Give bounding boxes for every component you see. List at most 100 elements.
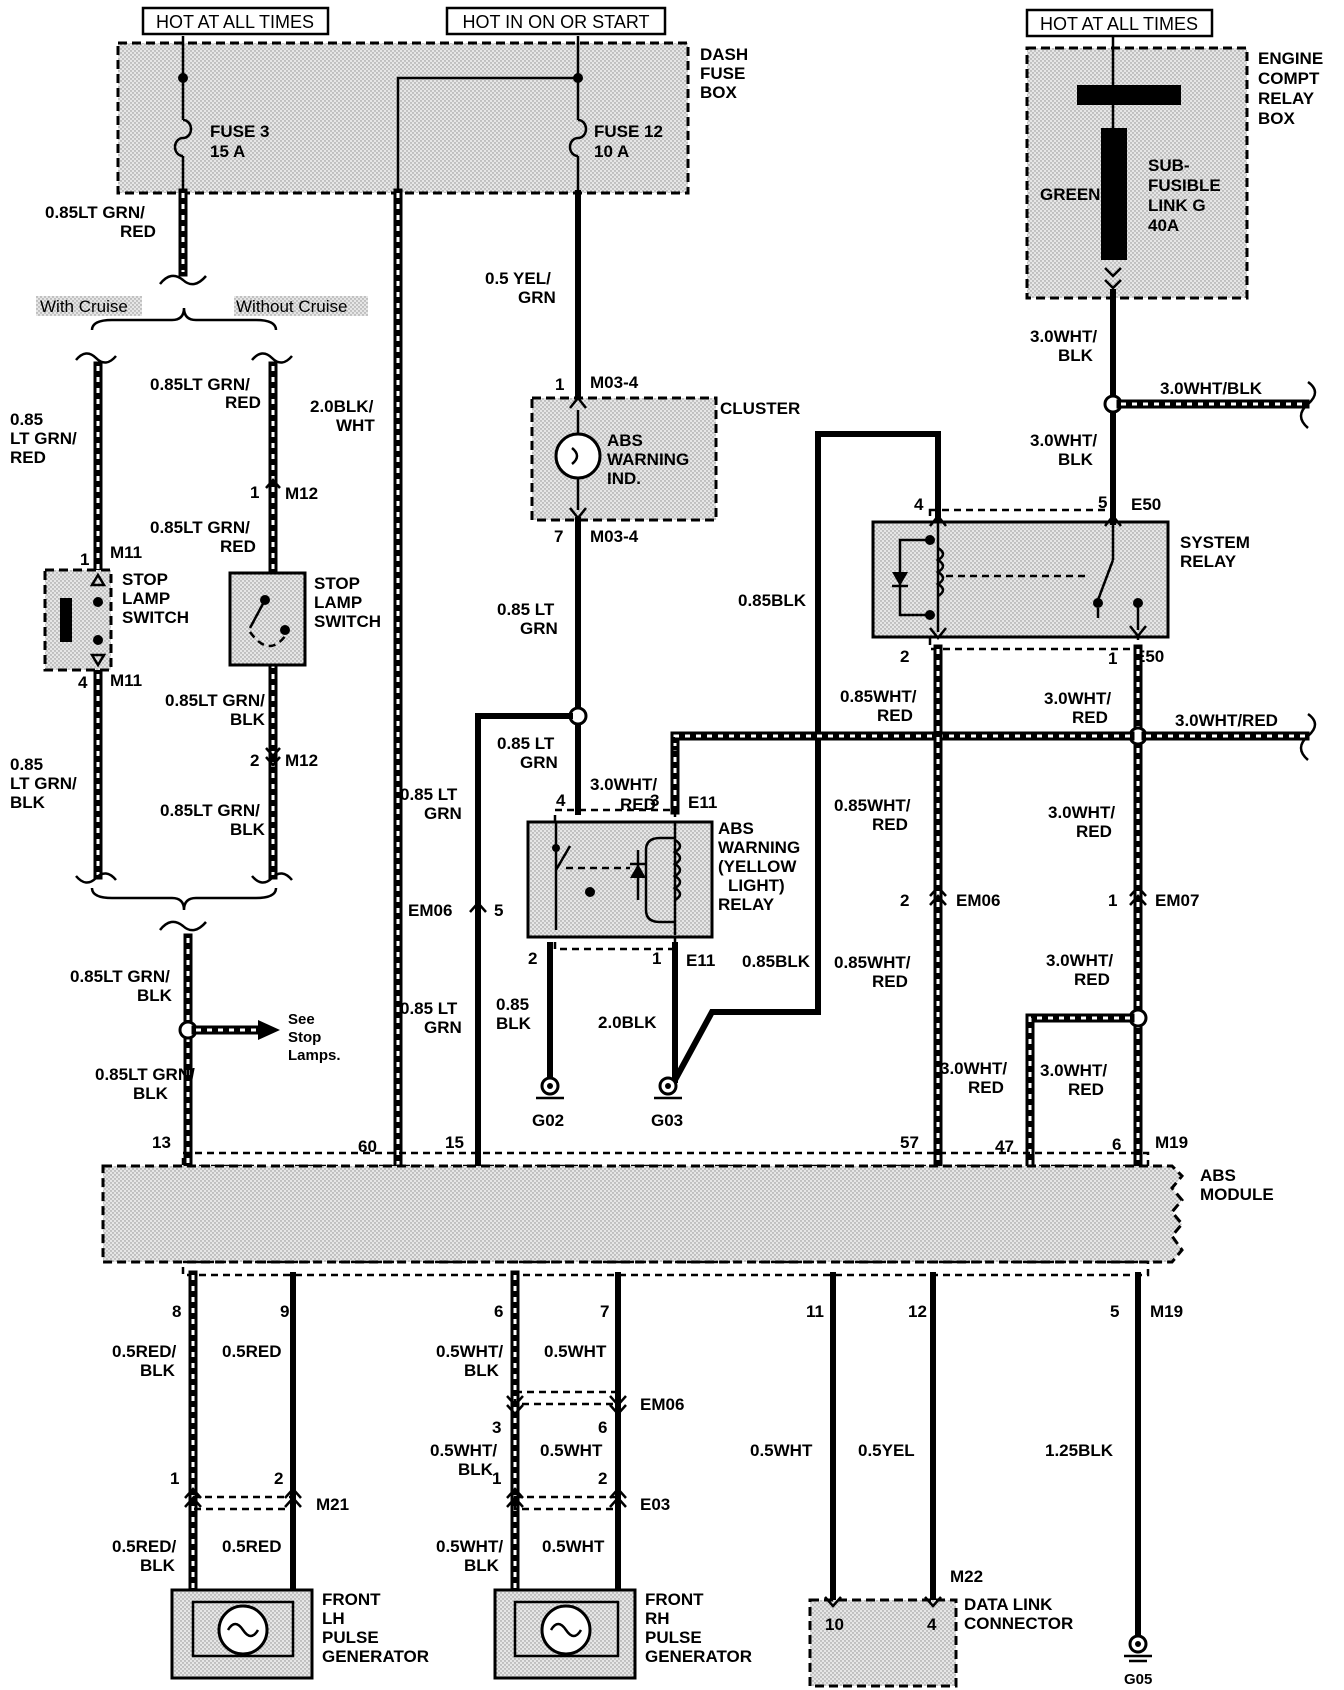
wire-wht-red-relay-to-module: 0.85WHT/ RED 0.85WHT/ RED 2 EM06 0.85WHT… [834,644,1000,1170]
svg-text:0.85: 0.85 [496,995,529,1014]
svg-text:LINK G: LINK G [1148,196,1206,215]
svg-text:M22: M22 [950,1567,983,1586]
svg-text:LT GRN/: LT GRN/ [10,429,77,448]
svg-text:RED: RED [968,1078,1004,1097]
svg-text:RELAY: RELAY [1180,552,1237,571]
svg-text:GRN: GRN [520,619,558,638]
svg-text:HOT AT ALL TIMES: HOT AT ALL TIMES [1040,14,1198,34]
svg-text:2.0BLK: 2.0BLK [598,1013,657,1032]
svg-text:1: 1 [555,375,564,394]
svg-text:0.85 LT: 0.85 LT [497,734,555,753]
svg-text:M03-4: M03-4 [590,527,639,546]
system-relay: 4 5 E50 SYSTEM RELAY 2 1 E50 [871,493,1250,668]
abs-module: ABS MODULE [101,1151,1274,1277]
svg-text:GRN: GRN [424,1018,462,1037]
svg-text:0.85 LT: 0.85 LT [400,785,458,804]
svg-text:0.5YEL: 0.5YEL [858,1441,915,1460]
svg-text:0.5WHT: 0.5WHT [540,1441,603,1460]
svg-text:2: 2 [250,751,259,770]
svg-text:5: 5 [494,901,503,920]
svg-text:CLUSTER: CLUSTER [720,399,800,418]
svg-text:(YELLOW: (YELLOW [718,857,797,876]
svg-text:FUSE: FUSE [700,64,745,83]
svg-text:0.85LT GRN/: 0.85LT GRN/ [70,967,170,986]
cluster: CLUSTER ABS WARNING IND. [530,395,800,522]
svg-text:2: 2 [900,891,909,910]
svg-text:BLK: BLK [133,1084,169,1103]
svg-text:6: 6 [494,1302,503,1321]
svg-text:G02: G02 [532,1111,564,1130]
svg-text:GREEN: GREEN [1040,185,1100,204]
svg-text:G03: G03 [651,1111,683,1130]
svg-text:RED: RED [10,448,46,467]
svg-text:LAMP: LAMP [314,593,362,612]
svg-text:FUSE 3: FUSE 3 [210,122,270,141]
svg-text:1.25BLK: 1.25BLK [1045,1441,1114,1460]
svg-text:Lamps.: Lamps. [288,1047,341,1064]
svg-text:E11: E11 [688,793,717,812]
svg-text:EM06: EM06 [956,891,1000,910]
svg-text:WARNING: WARNING [718,838,800,857]
svg-text:13: 13 [152,1133,171,1152]
svg-text:GRN: GRN [520,753,558,772]
svg-text:7: 7 [600,1302,609,1321]
svg-text:M03-4: M03-4 [590,373,639,392]
svg-text:IND.: IND. [607,469,641,488]
front-lh-pulse-generator-circuit: 8 9 0.5RED/ BLK 0.5RED 1 2 M21 0.5RED/ B… [112,1270,429,1680]
svg-text:With Cruise: With Cruise [40,297,128,316]
svg-text:RED: RED [225,393,261,412]
svg-text:FRONT: FRONT [645,1590,704,1609]
svg-text:0.5RED: 0.5RED [222,1342,282,1361]
svg-text:BLK: BLK [1058,346,1094,365]
svg-text:15 A: 15 A [210,142,245,161]
svg-text:GRN: GRN [424,804,462,823]
svg-text:0.5RED/: 0.5RED/ [112,1537,177,1556]
svg-text:BLK: BLK [230,710,266,729]
svg-text:ABS: ABS [607,431,643,450]
svg-text:0.85LT GRN/: 0.85LT GRN/ [150,518,250,537]
svg-text:5: 5 [1110,1302,1119,1321]
wire-blk-wht: 2.0BLK/ WHT 60 [310,188,403,1170]
svg-text:SUB-: SUB- [1148,156,1190,175]
abs-warning-indicator-circuit: 0.5 YEL/ GRN 1 M03-4 CLUSTER ABS WARNING… [400,190,800,1168]
svg-text:LIGHT): LIGHT) [728,876,785,895]
svg-text:COMPT: COMPT [1258,69,1320,88]
svg-text:0.5WHT: 0.5WHT [750,1441,813,1460]
svg-text:0.85LT GRN/: 0.85LT GRN/ [165,691,265,710]
svg-text:60: 60 [358,1137,377,1156]
svg-text:M12: M12 [285,484,318,503]
svg-text:BOX: BOX [700,83,738,102]
svg-text:0.5WHT/: 0.5WHT/ [436,1537,503,1556]
svg-text:0.85LT GRN/: 0.85LT GRN/ [150,375,250,394]
svg-text:STOP: STOP [122,570,168,589]
ground-g02: 0.85 BLK G02 [496,942,564,1130]
stop-lamp-switch-with-cruise: 1 M11 STOP LAMP SWITCH 4 M11 [43,543,189,692]
svg-text:ABS: ABS [1200,1166,1236,1185]
svg-text:CONNECTOR: CONNECTOR [964,1614,1073,1633]
svg-text:RELAY: RELAY [1258,89,1315,108]
stop-lamp-circuit: 0.85LT GRN/ RED With Cruise Without Crui… [10,188,381,1170]
svg-text:EM07: EM07 [1155,891,1199,910]
svg-text:RED: RED [1068,1080,1104,1099]
svg-text:1: 1 [1108,649,1117,668]
svg-text:1: 1 [652,949,661,968]
hot-at-all-times-header-left: HOT AT ALL TIMES [141,6,330,36]
see-stop-lamps-note: See Stop Lamps. [288,1011,341,1064]
svg-text:3.0WHT/: 3.0WHT/ [590,775,657,794]
svg-text:RED: RED [872,815,908,834]
svg-text:BLK: BLK [230,820,266,839]
svg-text:Without Cruise: Without Cruise [236,297,347,316]
svg-text:0.85LT GRN/: 0.85LT GRN/ [45,203,145,222]
svg-text:LH: LH [322,1609,345,1628]
svg-text:3.0WHT/: 3.0WHT/ [1044,689,1111,708]
svg-text:Stop: Stop [288,1029,321,1046]
fuse-12: FUSE 12 10 A [594,122,663,161]
svg-text:3.0WHT/: 3.0WHT/ [1030,327,1097,346]
svg-text:RED: RED [620,795,656,814]
svg-text:3.0WHT/: 3.0WHT/ [940,1059,1007,1078]
svg-text:8: 8 [172,1302,181,1321]
svg-text:PULSE: PULSE [645,1628,702,1647]
hot-in-on-or-start-header: HOT IN ON OR START [445,6,667,36]
svg-text:LT GRN/: LT GRN/ [10,774,77,793]
